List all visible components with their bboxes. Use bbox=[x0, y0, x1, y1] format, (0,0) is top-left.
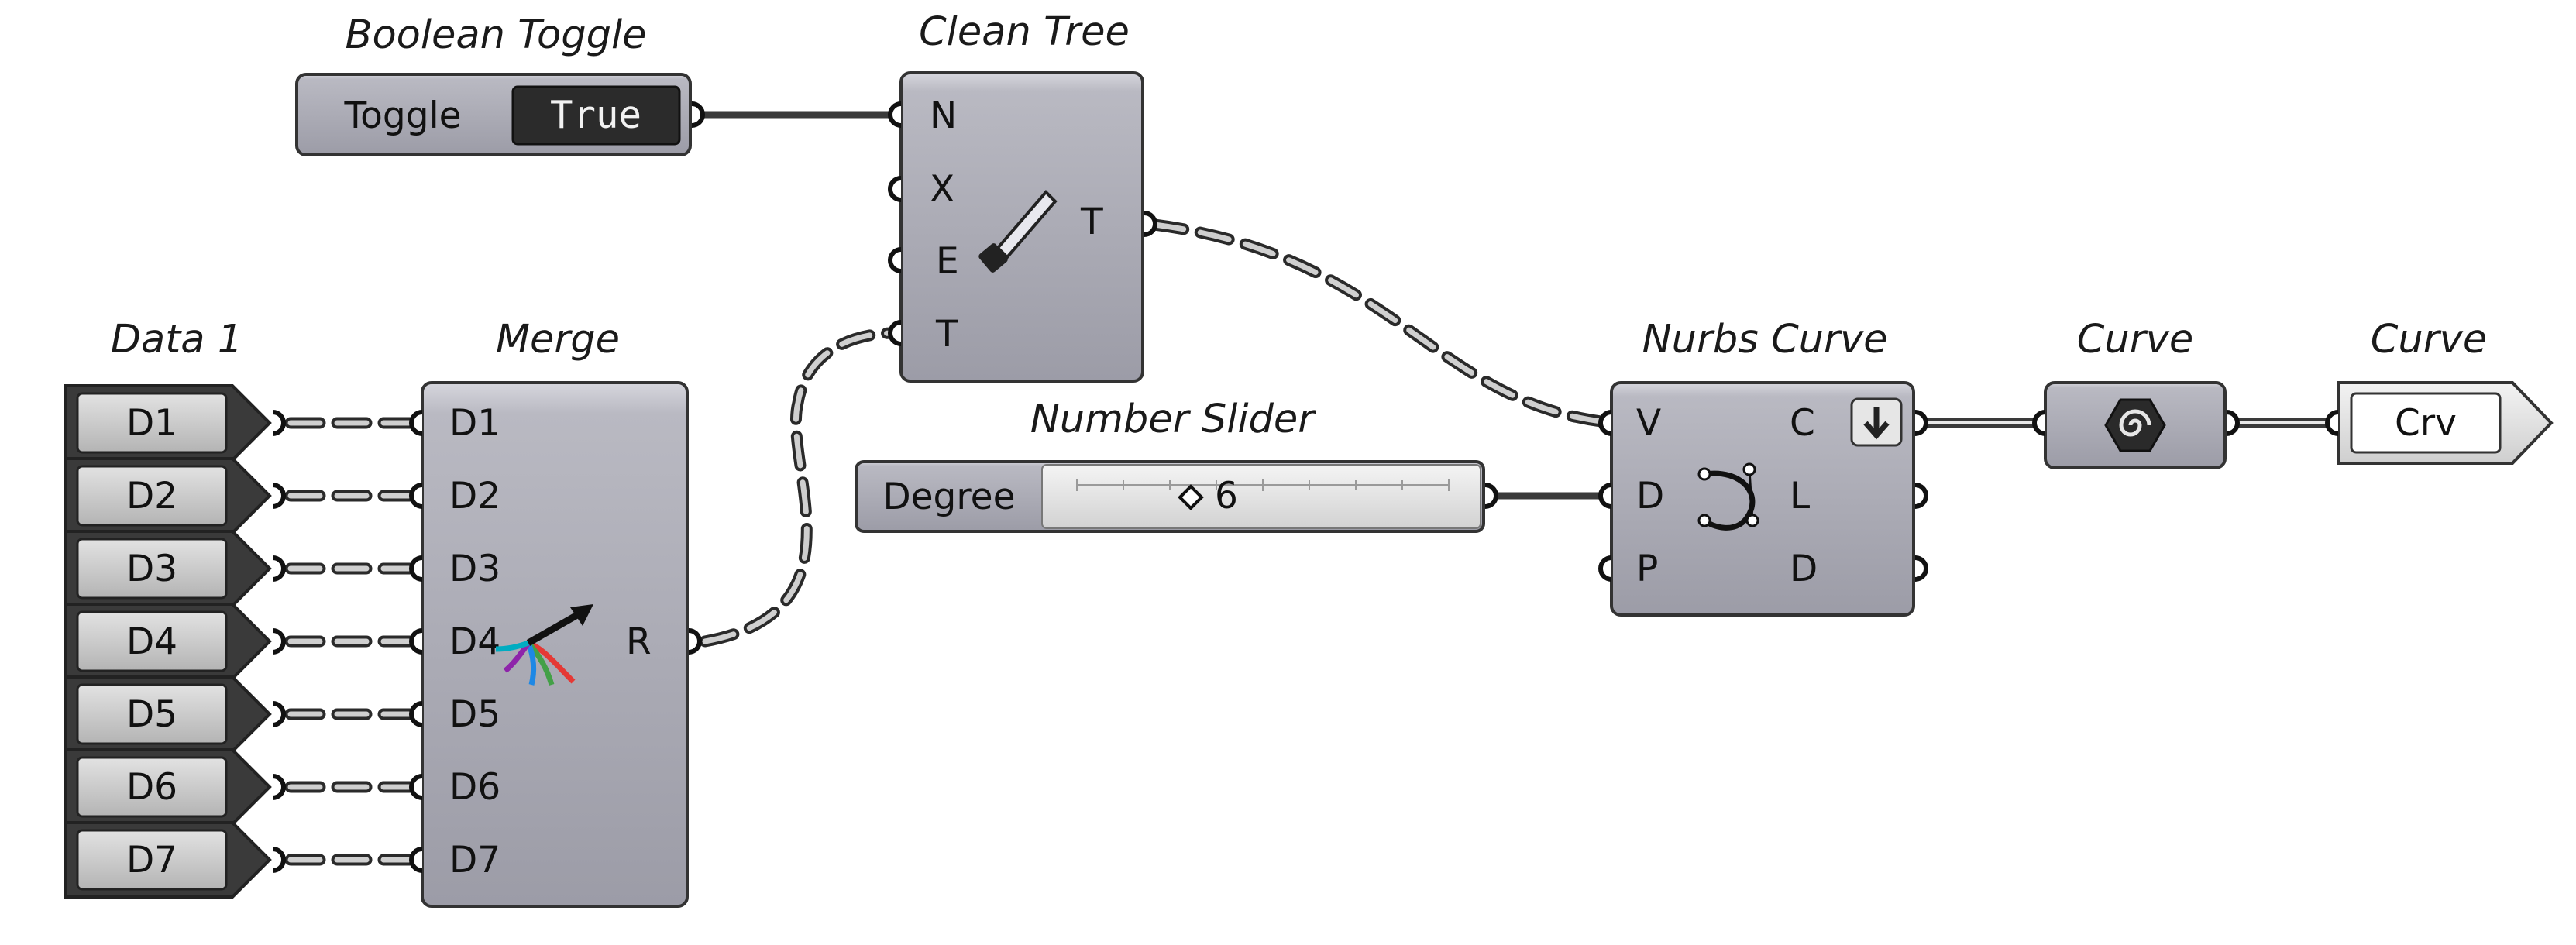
slider-ticks bbox=[1076, 479, 1450, 491]
nurbs-curve-icon bbox=[1697, 462, 1759, 531]
wire-cleantree-to-nurbs[interactable] bbox=[1148, 218, 1614, 428]
cleantree-input-x: X bbox=[930, 168, 954, 211]
nurbs-input-d: D bbox=[1636, 475, 1664, 517]
nurbs-input-v: V bbox=[1636, 402, 1661, 445]
data-param-d2[interactable]: D2 bbox=[64, 457, 286, 534]
cleantree-title: Clean Tree bbox=[919, 9, 1130, 55]
merge-component[interactable]: Merge D1 D2 D3 D4 D5 D6 D7 R bbox=[409, 317, 702, 908]
nurbs-output-grip-c[interactable] bbox=[1914, 410, 1928, 436]
boolean-toggle[interactable]: Boolean Toggle Toggle True bbox=[295, 12, 705, 156]
data-param-d3[interactable]: D3 bbox=[64, 530, 286, 607]
cleantree-input-grip-x[interactable] bbox=[888, 176, 902, 202]
nurbs-title: Nurbs Curve bbox=[1642, 317, 1887, 363]
nurbs-input-grip-d[interactable] bbox=[1598, 483, 1612, 509]
cleantree-input-grip-t[interactable] bbox=[888, 320, 902, 346]
download-arrow-icon[interactable] bbox=[1850, 397, 1903, 447]
data-label-d1: D1 bbox=[126, 402, 177, 445]
merge-icon bbox=[495, 604, 593, 686]
slider-handle[interactable] bbox=[1178, 484, 1204, 510]
data-label-d6: D6 bbox=[126, 766, 177, 809]
toggle-value: True bbox=[550, 93, 641, 137]
nurbs-output-d: D bbox=[1790, 548, 1818, 590]
cleantree-input-t: T bbox=[935, 313, 958, 356]
nurbs-output-grip-l[interactable] bbox=[1914, 483, 1928, 509]
toggle-label: Toggle bbox=[343, 94, 461, 137]
wires-data-to-merge[interactable] bbox=[284, 417, 421, 866]
nurbs-output-grip-d[interactable] bbox=[1914, 555, 1928, 582]
merge-input-d6: D6 bbox=[449, 766, 500, 809]
data-param-d7[interactable]: D7 bbox=[64, 821, 286, 899]
slider-output-grip[interactable] bbox=[1484, 483, 1498, 509]
nurbs-curve-component[interactable]: Nurbs Curve V D P C L D bbox=[1598, 317, 1928, 617]
data-label-d4: D4 bbox=[126, 620, 177, 663]
slider-track[interactable] bbox=[1041, 464, 1481, 529]
cleantree-input-n: N bbox=[930, 94, 957, 137]
data-label-d7: D7 bbox=[126, 839, 177, 881]
toggle-value-box[interactable] bbox=[511, 85, 681, 146]
data-param-d5[interactable]: D5 bbox=[64, 675, 286, 753]
nurbs-input-p: P bbox=[1636, 548, 1658, 590]
nurbs-output-c: C bbox=[1790, 402, 1815, 445]
curve-output-title: Curve bbox=[2371, 317, 2487, 363]
nurbs-output-l: L bbox=[1790, 475, 1810, 517]
merge-input-d2: D2 bbox=[449, 475, 500, 517]
slider-label: Degree bbox=[882, 476, 1015, 518]
merge-input-d3: D3 bbox=[449, 548, 500, 590]
cleantree-output-grip[interactable] bbox=[1144, 211, 1157, 237]
data-label-d5: D5 bbox=[126, 693, 177, 736]
data-title: Data 1 bbox=[111, 317, 242, 363]
data-group[interactable]: Data 1 D1 D2 D3 D4 D5 bbox=[64, 317, 286, 899]
merge-output-r: R bbox=[626, 620, 652, 663]
curve-spiral-icon bbox=[2104, 398, 2166, 452]
curve-param-title: Curve bbox=[2077, 317, 2193, 363]
cleantree-output-t: T bbox=[1080, 201, 1103, 243]
slider-title: Number Slider bbox=[1030, 397, 1317, 442]
data-param-d4[interactable]: D4 bbox=[64, 603, 286, 680]
curve-param-component[interactable]: Curve bbox=[2032, 317, 2240, 469]
curve-output-param[interactable]: Curve Crv bbox=[2325, 317, 2554, 465]
curve-output-label: Crv bbox=[2395, 402, 2457, 445]
slider-value: 6 bbox=[1215, 475, 1238, 517]
data-label-d3: D3 bbox=[126, 548, 177, 590]
wires bbox=[284, 111, 2332, 866]
number-slider[interactable]: Number Slider Degree 6 bbox=[855, 397, 1498, 533]
saw-icon bbox=[978, 190, 1058, 273]
data-param-d6[interactable]: D6 bbox=[64, 748, 286, 826]
toggle-output-grip[interactable] bbox=[691, 101, 705, 128]
cleantree-input-grip-n[interactable] bbox=[888, 101, 902, 128]
nurbs-input-grip-v[interactable] bbox=[1598, 410, 1612, 436]
merge-input-d4: D4 bbox=[449, 620, 500, 663]
data-label-d2: D2 bbox=[126, 475, 177, 517]
merge-output-grip[interactable] bbox=[688, 628, 702, 655]
nurbs-input-grip-p[interactable] bbox=[1598, 555, 1612, 582]
data-param-d1[interactable]: D1 bbox=[64, 384, 286, 462]
cleantree-input-grip-e[interactable] bbox=[888, 247, 902, 273]
merge-input-d5: D5 bbox=[449, 693, 500, 736]
clean-tree-component[interactable]: Clean Tree N X E T T bbox=[888, 9, 1157, 383]
toggle-title: Boolean Toggle bbox=[345, 12, 646, 58]
merge-title: Merge bbox=[496, 317, 620, 363]
cleantree-input-e: E bbox=[936, 240, 959, 283]
merge-input-d7: D7 bbox=[449, 839, 500, 881]
merge-input-d1: D1 bbox=[449, 402, 500, 445]
